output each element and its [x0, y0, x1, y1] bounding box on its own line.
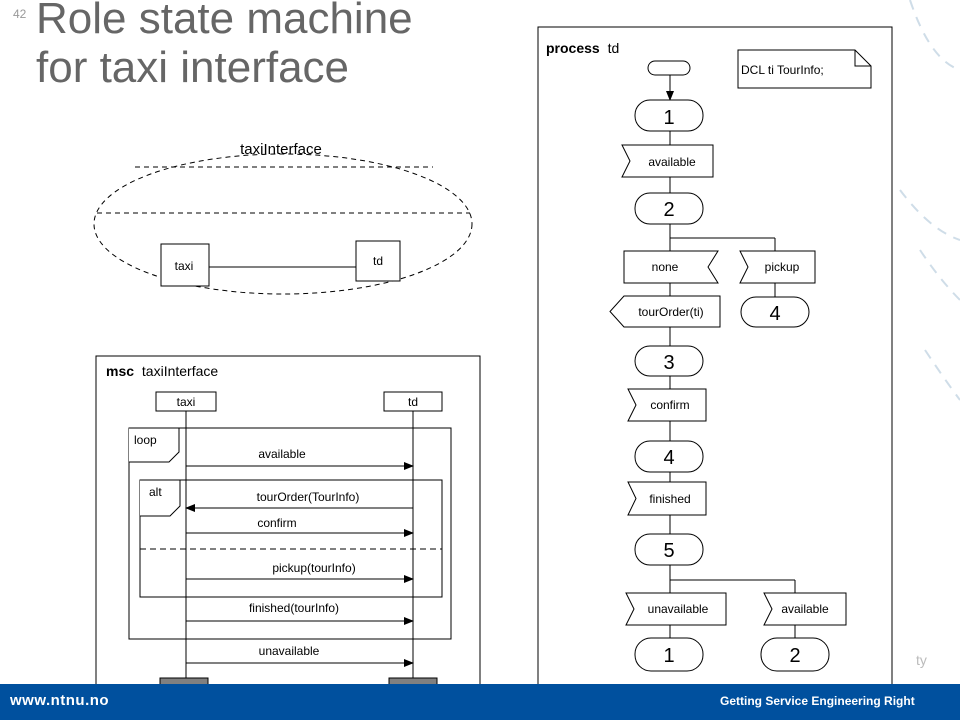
declaration-fold [854, 50, 871, 67]
state-box [634, 637, 704, 672]
message-available-label: available [258, 447, 306, 461]
signal-label: pickup [765, 260, 800, 274]
message-confirm-label: confirm [257, 516, 296, 530]
role-box-taxi [160, 243, 210, 287]
state-label: 5 [663, 540, 674, 562]
alt-label: alt [149, 485, 162, 499]
loop-frame [128, 427, 452, 640]
title-line-1: Role state machine [36, 0, 413, 43]
footer-bar [0, 684, 960, 720]
state-label: 2 [663, 199, 674, 221]
signal-input [739, 250, 816, 284]
collaboration-ellipse [93, 153, 473, 295]
signal-output [609, 295, 721, 328]
message-finished-label: finished(tourInfo) [249, 601, 339, 615]
state-label: 4 [663, 447, 674, 469]
state-label: 3 [663, 352, 674, 374]
signal-input [763, 592, 847, 626]
alt-tag [140, 479, 181, 517]
corner-text-fragment: ty [916, 652, 927, 668]
role-box-td [355, 240, 401, 282]
state-box [740, 296, 810, 328]
msc-title: msc taxiInterface [106, 363, 218, 379]
signal-label: available [648, 155, 696, 169]
footer-url[interactable]: www.ntnu.no [10, 692, 110, 709]
lifeline-label-td: td [408, 395, 418, 409]
lifeline-label-taxi: taxi [177, 395, 196, 409]
state-box [634, 440, 704, 473]
signal-label: tourOrder(ti) [638, 305, 703, 319]
slide-title: Role state machine for taxi interface [36, 0, 413, 92]
state-label: 2 [789, 645, 800, 667]
collaboration-name: taxiInterface [240, 141, 322, 158]
msc-keyword: msc [106, 363, 134, 379]
loop-tag [129, 427, 180, 463]
process-name: td [608, 40, 620, 56]
process-frame [537, 26, 893, 695]
message-tourorder-label: tourOrder(TourInfo) [257, 490, 360, 504]
state-box [634, 533, 704, 566]
msc-name: taxiInterface [142, 363, 218, 379]
process-title: process td [546, 40, 619, 56]
alt-frame [139, 479, 443, 598]
loop-label: loop [134, 433, 157, 447]
declaration-text: DCL ti TourInfo; [741, 63, 824, 77]
state-label: 4 [769, 303, 780, 325]
signal-label: confirm [650, 398, 689, 412]
signal-label: finished [649, 492, 690, 506]
state-box [634, 345, 704, 377]
footer-slogan: Getting Service Engineering Right [720, 694, 915, 708]
state-box [634, 192, 704, 225]
message-unavailable-label: unavailable [259, 644, 320, 658]
signal-label: available [781, 602, 829, 616]
title-line-2: for taxi interface [36, 43, 350, 92]
signal-label: unavailable [648, 602, 709, 616]
state-box [634, 99, 704, 132]
process-keyword: process [546, 40, 600, 56]
declaration-box [737, 49, 872, 89]
role-label-taxi: taxi [175, 259, 194, 273]
state-label: 1 [663, 645, 674, 667]
signal-input [623, 250, 719, 284]
start-symbol [647, 60, 691, 76]
state-box [760, 637, 830, 672]
signal-label: none [652, 260, 679, 274]
slide-number: 42 [13, 7, 27, 21]
signal-input [621, 144, 714, 178]
signal-input [627, 388, 707, 422]
message-pickup-label: pickup(tourInfo) [272, 561, 355, 575]
role-label-td: td [373, 254, 383, 268]
signal-input [625, 592, 727, 626]
state-label: 1 [663, 107, 674, 129]
signal-input [627, 481, 707, 516]
